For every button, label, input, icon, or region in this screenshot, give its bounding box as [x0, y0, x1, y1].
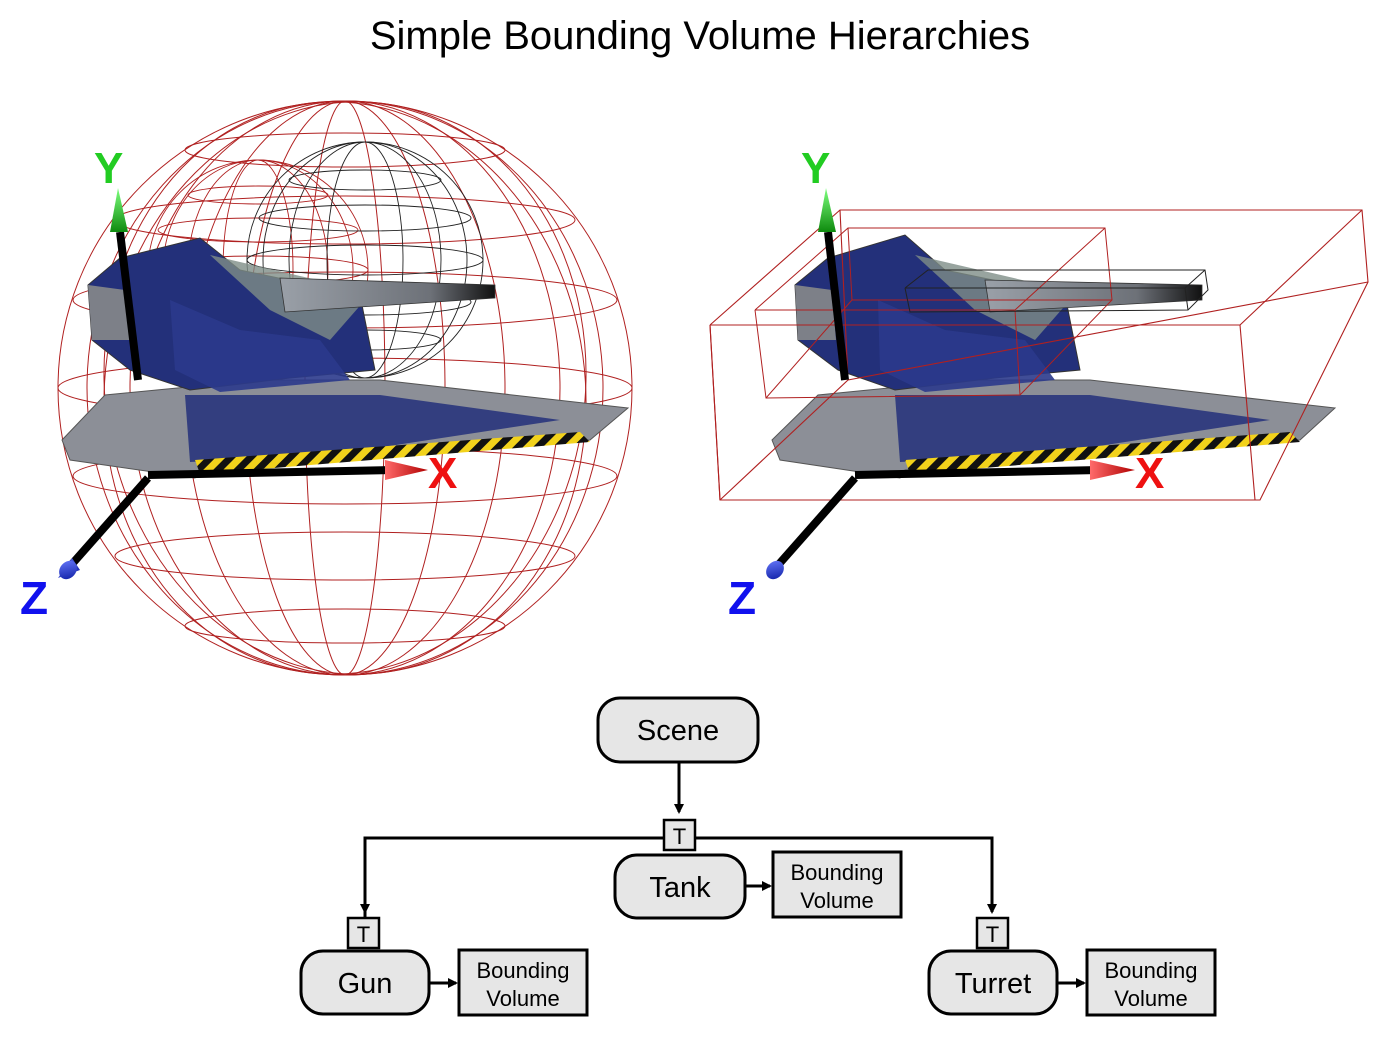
scene-graph-tree: Scene T Tank Bounding Volume T Gun Bound…	[299, 696, 1217, 1017]
gun-transform-label: T	[357, 922, 370, 947]
z-axis-label: Z	[20, 572, 48, 624]
tank-node: T Tank Bounding Volume	[613, 818, 903, 920]
box-bvh-panel: Y X Z	[709, 144, 1369, 624]
scene-node: Scene	[596, 696, 760, 764]
axes-left: Y X Z	[20, 144, 457, 624]
gun-bounding-box	[904, 269, 1209, 313]
turret-node: T Turret Bounding Volume	[927, 916, 1217, 1017]
turret-transform-label: T	[986, 922, 999, 947]
tank-bv-line2: Volume	[800, 888, 873, 913]
sphere-bvh-panel: Y X Z	[20, 100, 633, 676]
turret-bv-line1: Bounding	[1105, 958, 1198, 983]
outer-bounding-box	[709, 209, 1369, 501]
tank-bv-line1: Bounding	[791, 860, 884, 885]
z-axis-label: Z	[728, 572, 756, 624]
gun-bounding-sphere	[246, 141, 484, 379]
x-axis-label: X	[428, 449, 457, 498]
diagram-title: Simple Bounding Volume Hierarchies	[369, 14, 1031, 58]
scene-node-label: Scene	[637, 715, 719, 747]
tank-model-left	[61, 237, 630, 479]
x-axis-label: X	[1135, 449, 1164, 498]
tank-model-right	[771, 234, 1337, 479]
tree-connectors	[360, 763, 1086, 988]
turret-bv-line2: Volume	[1114, 986, 1187, 1011]
tank-transform-label: T	[673, 824, 686, 849]
gun-node-label: Gun	[338, 968, 393, 1000]
turret-node-label: Turret	[955, 968, 1031, 1000]
y-axis-label: Y	[801, 144, 830, 193]
y-axis-label: Y	[94, 144, 123, 193]
gun-bv-line1: Bounding	[477, 958, 570, 983]
gun-node: T Gun Bounding Volume	[299, 916, 589, 1017]
tank-node-label: Tank	[649, 872, 711, 904]
gun-bv-line2: Volume	[486, 986, 559, 1011]
axes-right: Y X Z	[728, 144, 1164, 624]
